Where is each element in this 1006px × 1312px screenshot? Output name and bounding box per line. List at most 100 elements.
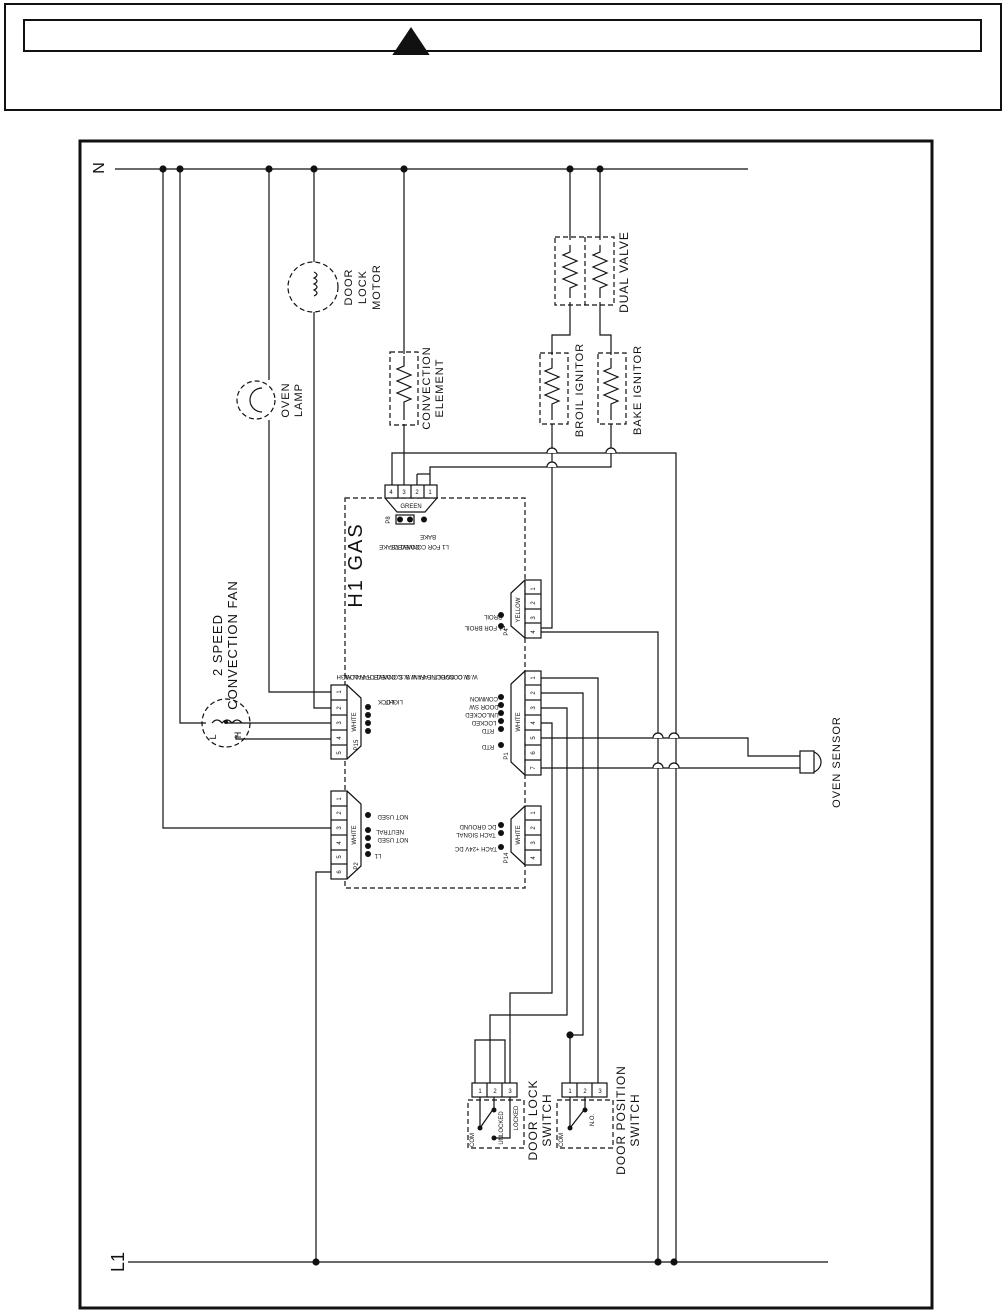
svg-text:2: 2 [337,706,343,710]
svg-text:BAKE: BAKE [420,533,436,539]
door-lock-switch-label-line2: SWITCH [540,1093,554,1146]
wire-p1-unlocked [489,707,568,1083]
svg-text:2: 2 [531,826,537,830]
svg-text:6: 6 [337,870,343,874]
control-board-title: H1 GAS [345,522,367,607]
svg-text:TACH +24V DC: TACH +24V DC [454,845,497,851]
oven-sensor-body [799,750,815,774]
wire-fan-low [235,735,331,740]
control-board-outline [344,497,526,889]
door-lock-switch: 1 2 3 COM UNLOCKED LOCKED [467,1082,525,1149]
svg-text:6: 6 [531,751,537,755]
svg-text:NEUTRAL: NEUTRAL [375,828,404,834]
svg-text:L1 FOR BROIL: L1 FOR BROIL [464,624,505,630]
p15-connector: 1 2 3 4 5 WHITE P15 LOCK LIGHT W.O. COOL… [330,673,478,760]
svg-text:1: 1 [428,490,432,496]
fan-h-terminal-label: H [233,732,243,739]
svg-text:GREEN: GREEN [400,504,421,510]
convection-element-label-line1: CONVECTION [421,346,433,429]
svg-text:DOOR SW: DOOR SW [469,703,499,709]
wire-p8-l1-feed [391,452,677,1262]
svg-text:3: 3 [531,841,537,845]
door-position-switch-label-line1: DOOR POSITION [614,1065,628,1175]
door-lock-motor-coil [312,271,318,297]
svg-text:2: 2 [531,691,537,695]
svg-text:3: 3 [337,721,343,725]
oven-lamp-label-line1: OVEN [280,382,292,417]
oven-lamp-bulb [249,387,263,413]
convection-fan-label-line2: CONVECTION FAN [225,580,240,710]
svg-text:LOCK: LOCK [378,698,394,704]
svg-text:2: 2 [415,490,419,496]
p2-connector: 1 2 3 4 5 6 WHITE P2 NOT USED NEUTRAL NO… [330,790,409,880]
svg-text:P15: P15 [354,739,360,750]
oven-sensor-tip [813,751,822,773]
svg-text:P4: P4 [504,628,510,636]
svg-text:W.O. COOLING FAN/ W.S. CONVECT: W.O. COOLING FAN/ W.S. CONVECT FAN HIGH [337,673,470,679]
svg-text:3: 3 [402,490,406,496]
broil-ignitor-box [539,352,569,425]
line1-label: L1 [108,1252,128,1272]
wire-p1-locked [509,722,553,1083]
wire-broil-ignitor-to-p4 [541,424,553,629]
wire-lamp-to-p15 [268,420,331,693]
svg-text:YELLOW: YELLOW [516,597,522,622]
wire-bake-ignitor-to-p8 [429,424,612,485]
svg-text:1: 1 [568,1089,572,1095]
broil-ignitor-coil [543,358,561,420]
svg-text:LOCKED: LOCKED [514,1105,520,1130]
convection-element-box [389,351,419,426]
svg-text:4: 4 [337,841,343,845]
warning-triangle-icon [392,27,430,55]
p14-connector: 1 2 3 4 WHITE P14 DC GROUND TACH SIGNAL … [454,805,542,866]
oven-sensor-label: OVEN SENSOR [831,716,843,808]
oven-lamp-outline [236,380,276,420]
wire-crossovers [546,447,680,769]
svg-text:P8: P8 [386,516,392,524]
svg-text:5: 5 [337,751,343,755]
svg-text:WHITE: WHITE [516,825,522,844]
door-lock-motor-label-line3: MOTOR [371,264,383,310]
dual-valve-coil-a [561,245,579,298]
svg-text:2: 2 [531,601,537,605]
svg-text:RTD: RTD [481,743,494,749]
svg-text:UNLOCKED: UNLOCKED [465,711,499,717]
svg-text:2: 2 [493,1089,497,1095]
wire-valve-to-bake-ignitor [599,302,612,355]
svg-text:WHITE: WHITE [516,712,522,731]
svg-text:NOT USED: NOT USED [377,813,409,819]
convection-element-label-line2: ELEMENT [434,359,446,418]
svg-text:2: 2 [583,1089,587,1095]
bake-ignitor-label: BAKE IGNITOR [632,345,644,435]
p1-connector: 1 2 3 4 5 6 7 WHITE P1 COMMON DOOR SW UN… [465,670,542,776]
wire-neutral-to-p2 [162,169,331,829]
svg-text:5: 5 [337,855,343,859]
svg-text:7: 7 [531,766,537,770]
p4-connector: 1 2 3 4 YELLOW P4 BROIL L1 FOR BROIL [464,579,542,639]
svg-text:COMMON: COMMON [470,695,498,701]
svg-text:L1: L1 [374,852,381,858]
wire-p1-door-sw [541,692,584,1083]
svg-text:BROIL: BROIL [483,613,502,619]
svg-text:L1 FOR CONVECT/BAKE: L1 FOR CONVECT/BAKE [379,543,449,549]
svg-text:WHITE: WHITE [352,712,358,731]
door-position-switch: 1 2 3 COM N.O. [556,1082,614,1149]
neutral-label: N [91,162,108,174]
svg-text:RTD: RTD [481,727,494,733]
convection-fan-coil [211,719,243,724]
convection-element-coil [395,356,413,420]
convection-fan-label-line1: 2 SPEED [210,614,225,676]
warning-header-bar [23,19,982,52]
svg-text:WHITE: WHITE [352,825,358,844]
svg-text:1: 1 [531,676,537,680]
fan-l-terminal-label: L [208,734,218,739]
svg-text:COM: COM [559,1133,565,1147]
svg-text:LIGHT: LIGHT [385,698,403,704]
svg-text:W.O. CONVECT FAN/ W.S. CONVECT: W.O. CONVECT FAN/ W.S. CONVECT FAN LOW [344,673,477,679]
svg-text:5: 5 [531,736,537,740]
dual-valve-coil-b [591,245,609,298]
wire-p2-to-l1 [315,871,331,1262]
svg-text:LOCKED: LOCKED [471,719,496,725]
svg-text:DC GROUND: DC GROUND [459,823,497,829]
